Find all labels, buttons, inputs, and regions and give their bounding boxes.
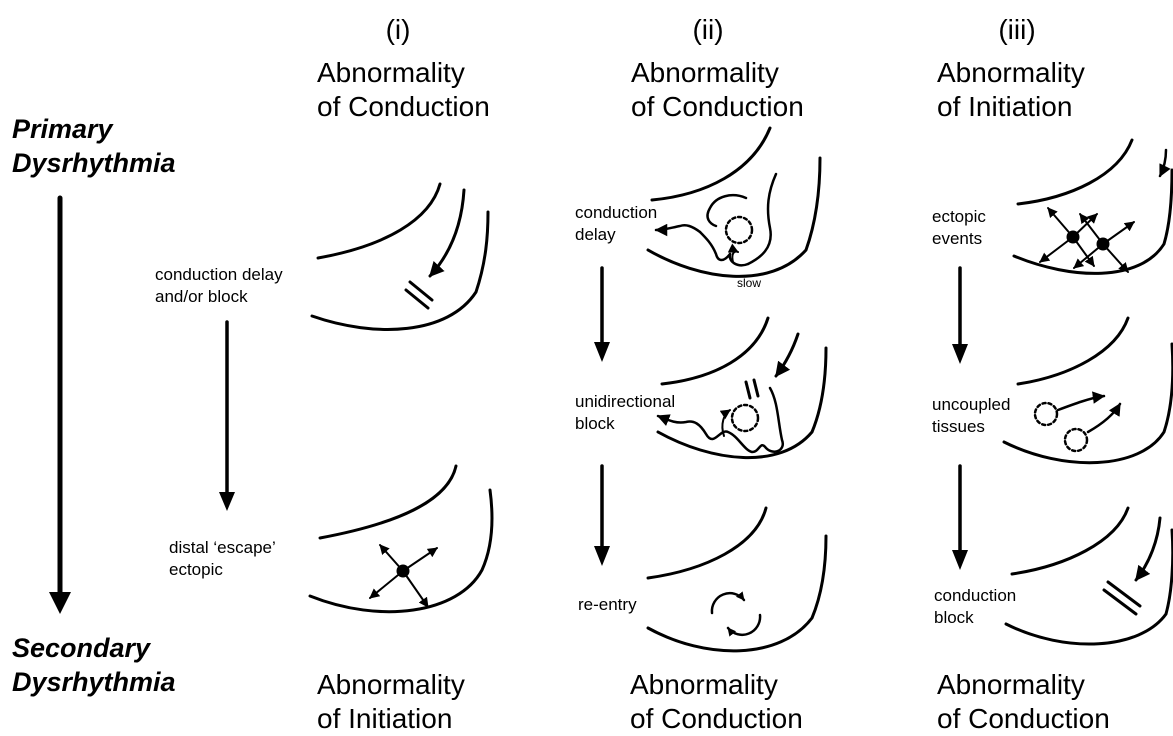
column-ii-down-arrow-2 (594, 466, 610, 566)
column-iii-tissue-3 (1006, 508, 1173, 644)
primary-to-secondary-arrow (49, 198, 71, 614)
column-iii-tissue-2 (1004, 318, 1173, 463)
column-iii-down-arrow-2 (952, 466, 968, 570)
column-ii-tissue-2 (658, 318, 826, 458)
column-i-down-arrow (219, 322, 235, 511)
column-i-tissue-2 (310, 466, 492, 612)
column-ii-tissue-3 (648, 508, 826, 651)
column-i-tissue-1 (312, 184, 488, 329)
column-iii-down-arrow-1 (952, 268, 968, 364)
column-ii-tissue-1 (648, 128, 820, 276)
column-ii-down-arrow-1 (594, 268, 610, 362)
column-iii-tissue-1 (1014, 140, 1172, 273)
